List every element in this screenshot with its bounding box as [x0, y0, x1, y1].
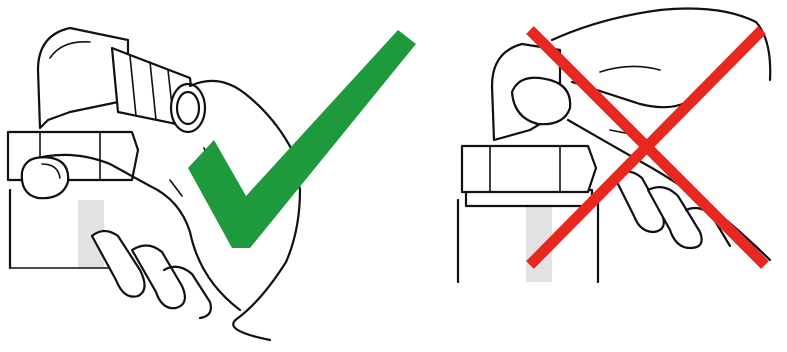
correct-grip-illustration — [0, 0, 420, 352]
check-icon — [188, 30, 416, 248]
hand-back — [552, 9, 770, 81]
incorrect-grip-panel — [440, 0, 787, 352]
incorrect-grip-illustration — [440, 0, 787, 352]
correct-grip-panel — [0, 0, 420, 352]
hex-nut — [462, 146, 596, 192]
